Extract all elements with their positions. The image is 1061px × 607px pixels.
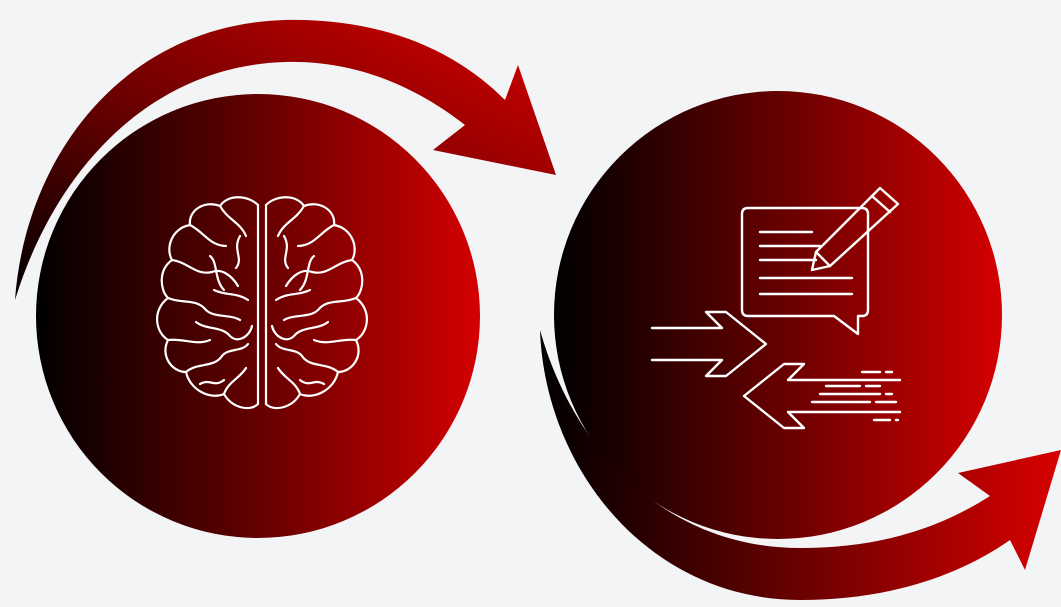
node-brain (36, 94, 480, 538)
chat-edit-icon (740, 186, 900, 336)
brain-icon (156, 196, 368, 410)
arrow-communication-out (540, 330, 1061, 600)
exchange-arrows-icon (650, 310, 902, 430)
arrow-brain-to-communication (15, 19, 556, 300)
node-communication (554, 91, 1002, 539)
